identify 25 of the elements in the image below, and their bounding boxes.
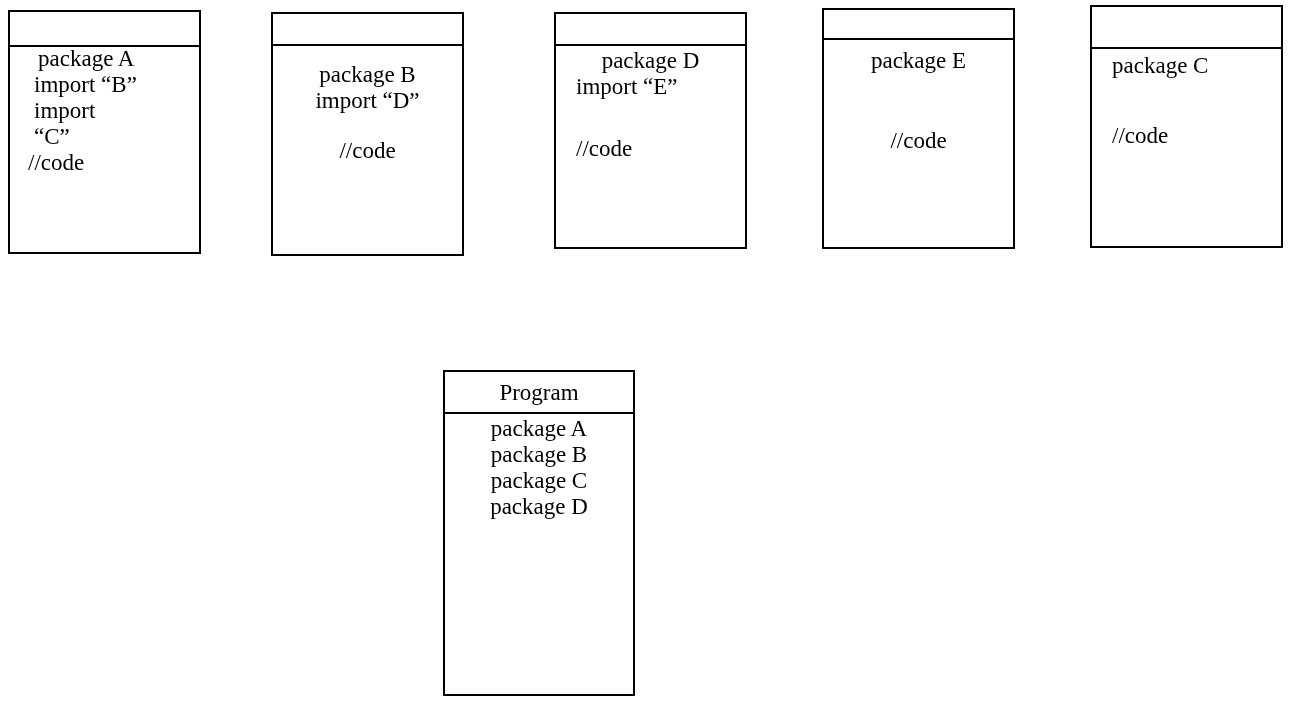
code-line: import “D”	[314, 88, 421, 114]
code-line: package A	[489, 416, 589, 442]
code-line: import “E”	[576, 74, 679, 100]
package-box	[271, 12, 464, 256]
code-line: package B	[489, 442, 589, 468]
package-box	[554, 12, 747, 249]
code-line: package A	[38, 46, 136, 72]
package-box	[822, 8, 1015, 249]
package-box	[1090, 5, 1283, 248]
code-line: package C	[489, 468, 589, 494]
code-line: package D	[600, 48, 701, 74]
code-line: package C	[1112, 53, 1210, 79]
code-line: //code	[338, 138, 397, 164]
code-line: import “B”	[34, 72, 138, 98]
code-line: package D	[489, 494, 589, 520]
code-line: //code	[576, 136, 634, 162]
package-box	[443, 370, 635, 696]
code-line: import “C”	[34, 98, 97, 150]
code-line: Program	[498, 380, 580, 406]
code-line: package E	[869, 48, 968, 74]
code-line: //code	[889, 128, 948, 154]
code-line: //code	[1112, 123, 1170, 149]
package-box	[8, 10, 201, 254]
code-line: //code	[28, 150, 86, 176]
code-line: package B	[318, 62, 417, 88]
